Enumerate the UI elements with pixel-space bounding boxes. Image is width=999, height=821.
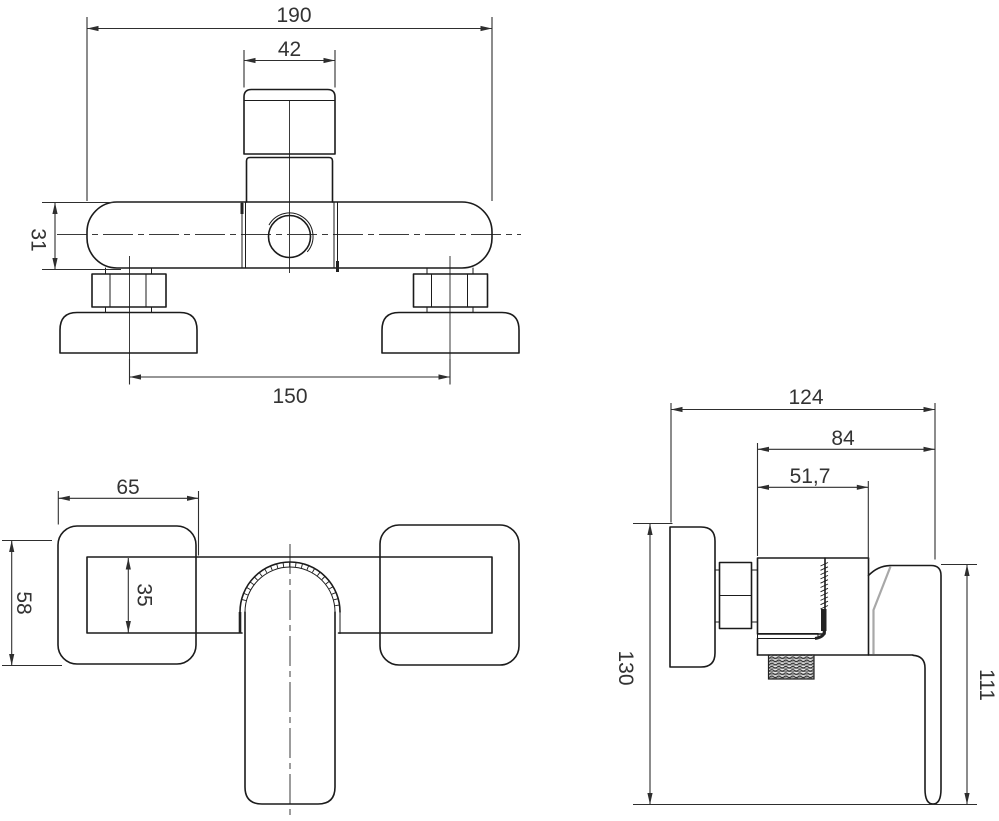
side-view: 124 84 51,7 130 [614,386,998,806]
dim-body-height: 31 [27,201,121,271]
right-hex-nut [412,273,489,308]
dim-outlet-projection: 51,7 [757,465,869,559]
dim-connection-spacing: 150 [128,359,451,408]
dim-overall-width: 190 [86,4,493,201]
mixer-body-front [86,201,493,272]
dim-overall-depth-top: 58 [2,539,62,667]
handle-lever-side [867,564,942,805]
threaded-outlet [767,654,815,680]
side-body [756,557,914,680]
left-wall-pad [57,525,197,665]
dim-body-depth-top: 35 [125,558,156,633]
wall-pads-top [57,524,520,666]
cartridge-port-circle [267,214,312,259]
left-connector-front [59,267,198,354]
dim-label-overall-height: 130 [614,650,637,685]
base-plate [757,633,819,639]
dim-cartridge-width: 42 [243,38,336,88]
wall-rosette-side [669,526,716,668]
dim-label-outlet-projection: 51,7 [790,465,831,488]
dim-overall-depth-side: 124 [670,386,936,560]
dim-label-handle-height: 111 [975,669,998,701]
dim-label-overall-width: 190 [276,4,311,27]
top-view: 65 58 35 [2,476,520,818]
left-hex-nut [91,273,167,308]
dim-handle-height: 111 [941,563,998,805]
mixer-body-top [86,556,493,634]
dim-label-connection-spacing: 150 [272,385,307,408]
front-view: 190 42 31 150 [27,4,521,408]
dim-label-body-height: 31 [27,228,50,251]
dim-label-body-depth-top: 35 [133,583,156,606]
right-wall-pad [379,524,520,666]
dim-pad-width: 65 [57,476,200,556]
right-wall-rosette [381,311,520,354]
handle-top [238,561,341,805]
right-connector-front [381,267,520,354]
side-handle [867,564,942,805]
dim-label-overall-depth-top: 58 [12,591,35,614]
dim-label-body-projection: 84 [831,427,855,450]
cartridge-cap [243,88,336,203]
dim-label-overall-depth-side: 124 [788,386,823,409]
left-wall-rosette [59,311,198,354]
dim-label-cartridge-width: 42 [278,38,301,61]
front-centerlines [57,100,521,384]
cartridge-thread-hatch [820,562,829,610]
side-rosette-assembly [669,526,758,668]
mixer-body-side [756,557,826,635]
handle-knurling [241,562,340,607]
handle-lever-top [244,611,336,805]
dim-overall-height: 130 [614,522,977,806]
dim-label-pad-width: 65 [116,476,139,499]
dim-body-projection: 84 [756,427,935,556]
